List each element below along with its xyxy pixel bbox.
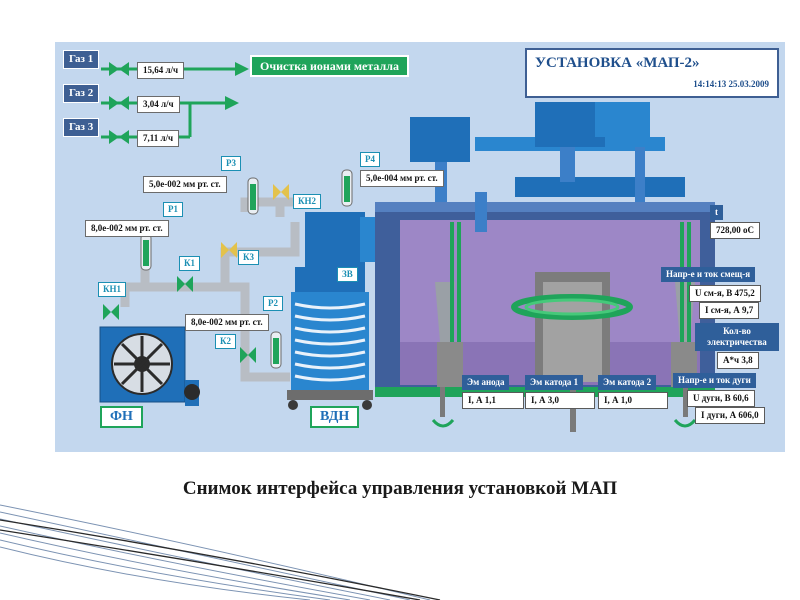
temperature-readout: 728,00 оС xyxy=(710,222,760,239)
p4-label: P4 xyxy=(360,152,380,167)
charge-title: Кол-во электричества xyxy=(695,323,779,351)
cathode-2-title: Эм катода 2 xyxy=(598,375,657,390)
valve-zv-tag[interactable]: ЗВ xyxy=(337,267,358,282)
fore-pump-graphic xyxy=(99,326,200,406)
diffusion-pump-label[interactable]: ВДН xyxy=(310,406,360,428)
p3-label: P3 xyxy=(221,156,241,171)
valve-k3-tag[interactable]: К3 xyxy=(238,250,260,265)
hmi-panel: Газ 1 15,64 л/ч Газ 2 3,04 л/ч Газ 3 7,1… xyxy=(55,42,785,452)
temperature-label: t xyxy=(710,205,723,220)
gas-3-flow-readout: 7,11 л/ч xyxy=(137,130,180,147)
gas-2-label: Газ 2 xyxy=(63,84,100,103)
gas-valves xyxy=(109,62,129,144)
bias-title: Напр-е и ток смещ-я xyxy=(661,267,756,282)
valve-k1-tag[interactable]: К1 xyxy=(179,256,201,271)
installation-title: УСТАНОВКА «МАП-2» xyxy=(535,55,700,71)
arc-title: Напр-е и ток дуги xyxy=(673,373,756,388)
cathode-1-title: Эм катода 1 xyxy=(525,375,584,390)
gas-2-flow-readout: 3,04 л/ч xyxy=(137,96,180,113)
arc-current-readout: I дуги, А 606,0 xyxy=(695,407,765,424)
sensor-tubes xyxy=(140,169,353,369)
gas-3-label: Газ 3 xyxy=(63,118,100,137)
bias-voltage-readout: U см-я, В 475,2 xyxy=(689,285,761,302)
p2-label: P2 xyxy=(263,296,283,311)
vacuum-chamber xyxy=(375,202,715,432)
diffusion-pump-graphic xyxy=(287,212,395,410)
p1-label: P1 xyxy=(163,202,183,217)
p3-readout: 5,0е-002 мм рт. ст. xyxy=(143,176,227,193)
p2-readout: 8,0е-002 мм рт. ст. xyxy=(185,314,269,331)
header-panel: УСТАНОВКА «МАП-2» 14:14:13 25.03.2009 xyxy=(525,48,779,98)
charge-readout: А*ч 3,8 xyxy=(717,352,759,369)
process-diagram xyxy=(99,62,715,432)
gas-1-label: Газ 1 xyxy=(63,50,100,69)
top-drive-assembly xyxy=(410,102,685,232)
valve-k2-tag[interactable]: К2 xyxy=(215,334,237,349)
anode-title: Эм анода xyxy=(462,375,510,390)
arc-voltage-readout: U дуги, В 60,6 xyxy=(687,390,755,407)
p1-readout: 8,0е-002 мм рт. ст. xyxy=(85,220,169,237)
process-stage-button[interactable]: Очистка ионами металла xyxy=(250,55,409,77)
valve-kn2-tag[interactable]: КН2 xyxy=(293,194,322,209)
slide-caption: Снимок интерфейса управления установкой … xyxy=(182,478,618,499)
fore-pump-label[interactable]: ФН xyxy=(100,406,143,428)
cathode-2-current-readout: I, А 1,0 xyxy=(598,392,668,409)
datetime-readout: 14:14:13 25.03.2009 xyxy=(693,79,769,89)
bias-current-readout: I см-я, А 9,7 xyxy=(699,302,760,319)
valve-kn1-tag[interactable]: КН1 xyxy=(98,282,127,297)
gas-1-flow-readout: 15,64 л/ч xyxy=(137,62,185,79)
p4-readout: 5,0е-004 мм рт. ст. xyxy=(360,170,444,187)
cathode-1-current-readout: I, А 3,0 xyxy=(525,392,595,409)
anode-current-readout: I, А 1,1 xyxy=(462,392,524,409)
